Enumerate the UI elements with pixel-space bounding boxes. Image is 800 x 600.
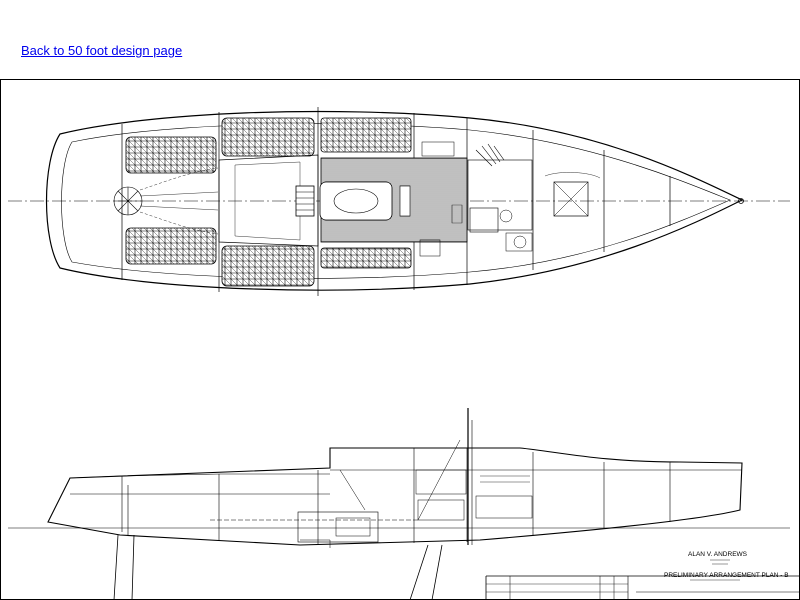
designer-name: ALAN V. ANDREWS (688, 551, 748, 558)
plan-title: PRELIMINARY ARRANGEMENT PLAN - B (664, 572, 789, 579)
back-to-50-foot-design-link[interactable]: Back to 50 foot design page (21, 43, 183, 58)
title-block (485, 559, 800, 600)
drawing-border (0, 79, 800, 600)
arrangement-plan-drawing: ALAN V. ANDREWS PRELIMINARY ARRANGEMENT … (0, 79, 800, 600)
deck-plan-view (8, 107, 790, 296)
profile-view (8, 408, 790, 600)
